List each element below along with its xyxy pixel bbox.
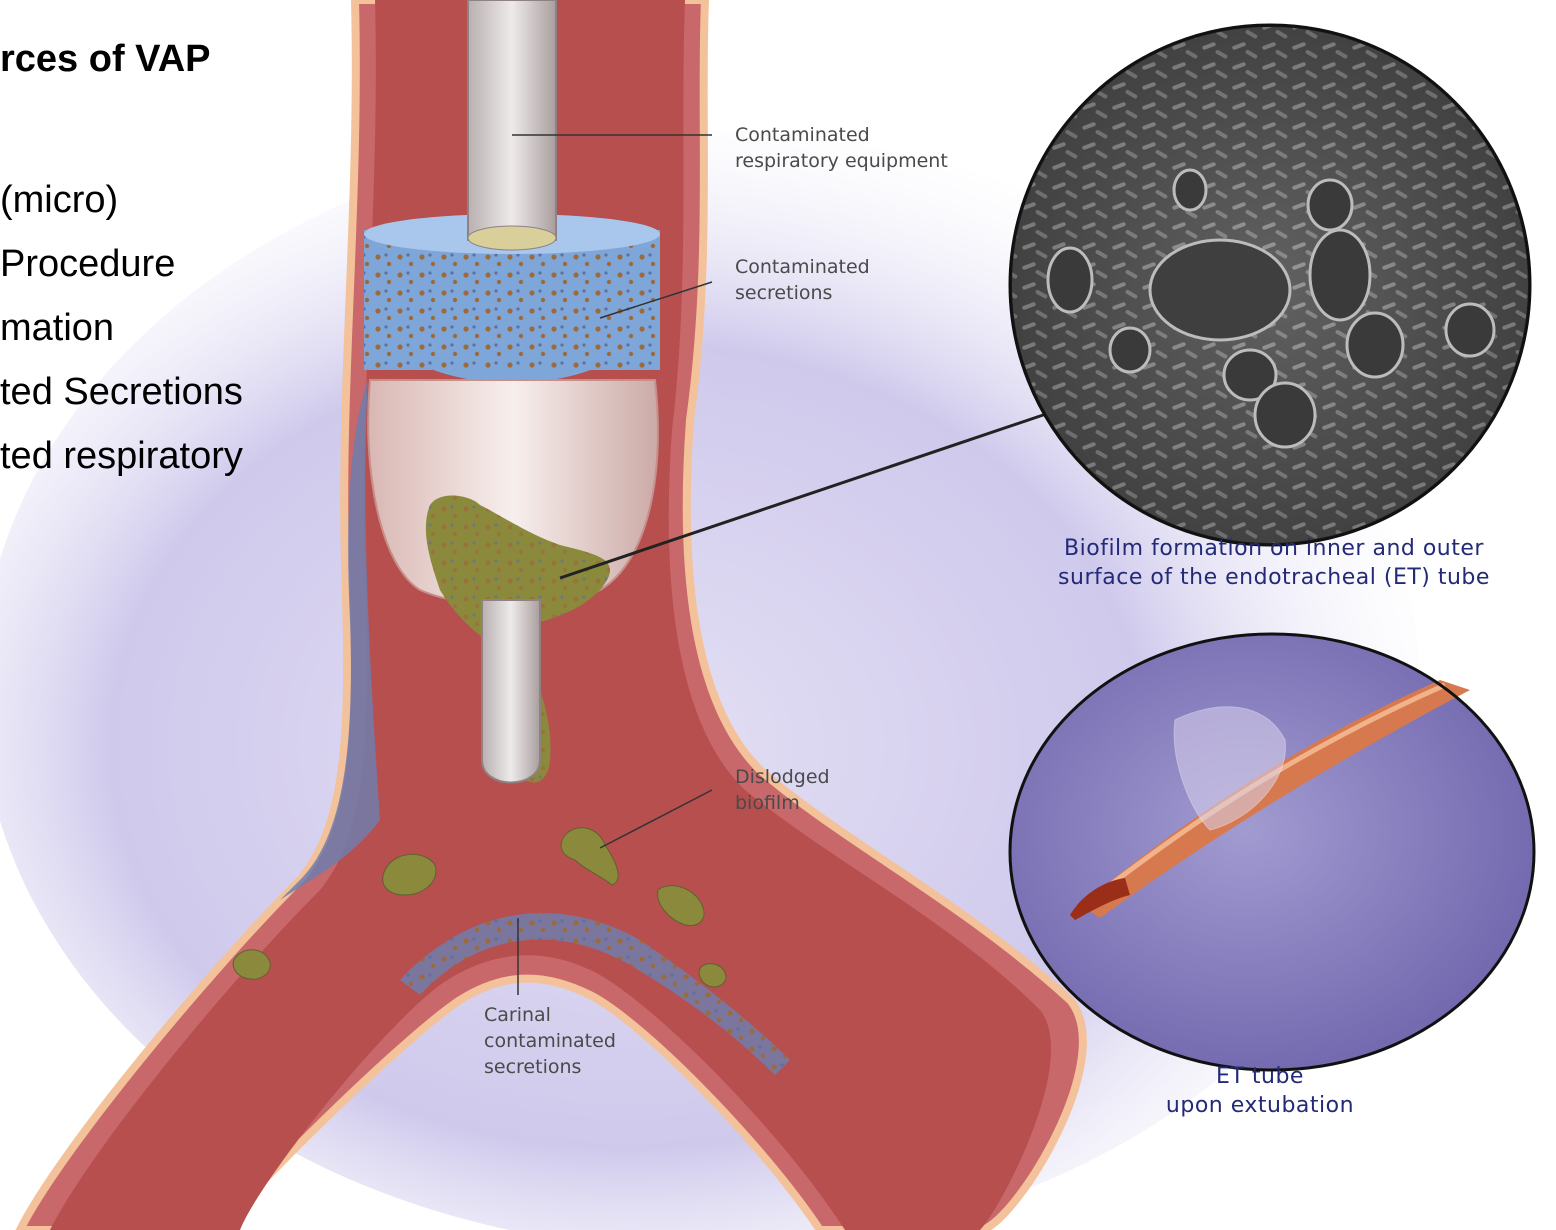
- label-carinal-secretions: Carinal contaminated secretions: [484, 1002, 616, 1080]
- et-tube-photo-icon: [1010, 634, 1534, 1070]
- label-contaminated-equipment: Contaminated respiratory equipment: [735, 122, 948, 174]
- slide-title: rces of VAP: [0, 38, 210, 81]
- label-dislodged-biofilm: Dislodged biofilm: [735, 764, 830, 816]
- slide-bullet: ted Secretions: [0, 360, 243, 424]
- et-tube-upper: [468, 0, 556, 240]
- et-tube-lower: [482, 600, 540, 783]
- dislodged-biofilm-4: [233, 950, 270, 979]
- slide-bullet-list: (micro) Procedure mation ted Secretions …: [0, 168, 243, 488]
- slide-bullet: Procedure: [0, 232, 243, 296]
- sem-photo-icon: [1010, 25, 1530, 545]
- slide-bullet: mation: [0, 296, 243, 360]
- slide-bullet: ted respiratory: [0, 424, 243, 488]
- caption-et-tube-photo: ET tube upon extubation: [1100, 1062, 1420, 1120]
- label-contaminated-secretions: Contaminated secretions: [735, 254, 870, 306]
- caption-biofilm-photo: Biofilm formation on inner and outer sur…: [1000, 534, 1548, 592]
- slide-bullet: (micro): [0, 168, 243, 232]
